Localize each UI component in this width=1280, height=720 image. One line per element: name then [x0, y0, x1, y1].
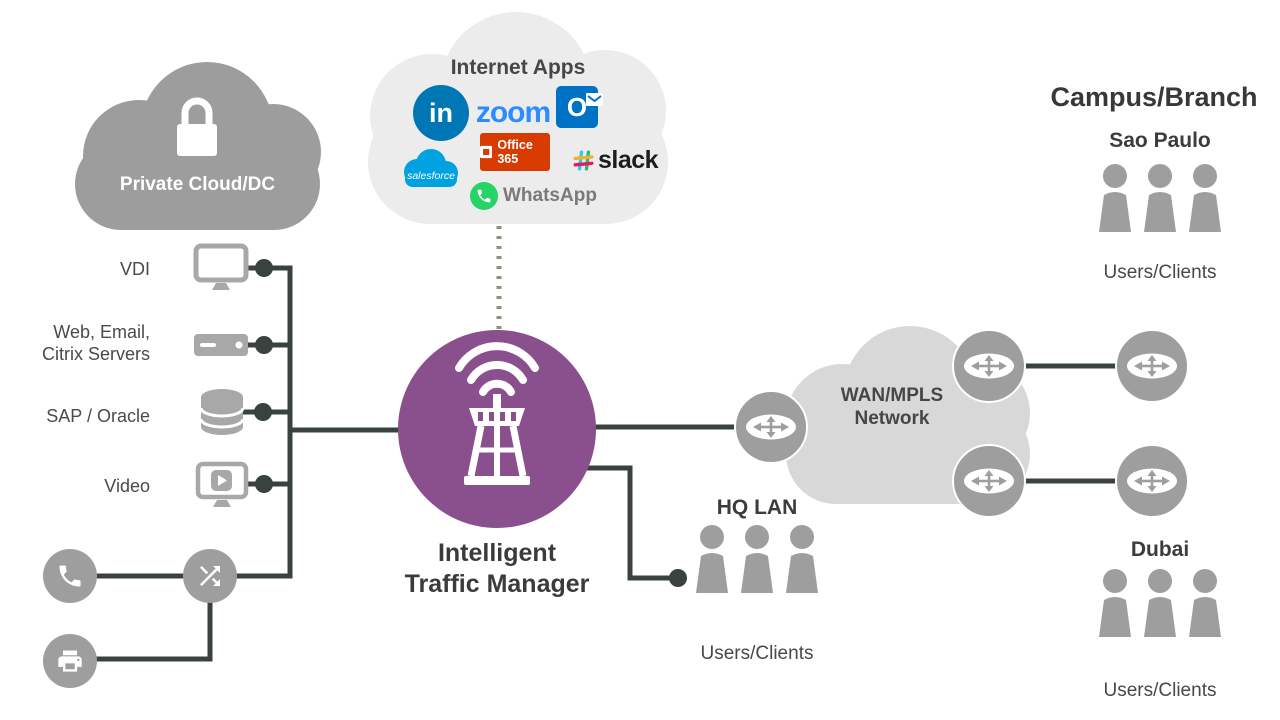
slack-hash-icon	[573, 150, 594, 171]
router-icon	[1115, 444, 1189, 518]
sao-paulo-title: Sao Paulo	[1109, 129, 1211, 152]
person-icon	[741, 525, 773, 593]
outlook-envelope-icon	[586, 93, 603, 106]
sao-paulo-user-group	[1095, 162, 1225, 234]
dubai-title: Dubai	[1130, 538, 1190, 561]
router-icon	[952, 329, 1026, 403]
person-icon	[1189, 164, 1221, 232]
switch-icon	[183, 549, 237, 603]
whatsapp-logo: WhatsApp	[470, 182, 597, 210]
salesforce-text: salesforce	[407, 170, 455, 182]
linkedin-logo: in	[413, 85, 469, 141]
router-icon	[734, 390, 808, 464]
hq-lan-user-group	[692, 523, 822, 595]
database-icon	[199, 389, 245, 435]
campus-branch-title: Campus/Branch	[1050, 82, 1258, 112]
internet-apps-title: Internet Apps	[450, 56, 586, 79]
person-icon	[1099, 569, 1131, 637]
whatsapp-text: WhatsApp	[503, 185, 597, 206]
traffic-manager-label: Intelligent Traffic Manager	[404, 539, 590, 598]
vdi-monitor-icon	[193, 243, 249, 290]
video-monitor-icon	[195, 461, 249, 507]
private-cloud-dc: Private Cloud/DC	[75, 62, 321, 230]
service-label-web-email-citrix: Web, Email, Citrix Servers	[41, 322, 150, 364]
phone-icon	[43, 549, 97, 603]
private-cloud-label: Private Cloud/DC	[119, 174, 276, 195]
person-icon	[1144, 164, 1176, 232]
connection-dots	[254, 259, 687, 587]
person-icon	[786, 525, 818, 593]
outlook-letter: O	[566, 91, 588, 122]
sao-paulo-users-label: Users/Clients	[1103, 262, 1217, 283]
internet-apps-cloud: Internet Apps in zoom O salesforce	[368, 12, 668, 232]
linkedin-text: in	[429, 97, 453, 128]
hq-lan-users-label: Users/Clients	[700, 643, 814, 664]
person-icon	[1099, 164, 1131, 232]
printer-icon	[43, 634, 97, 688]
person-icon	[1144, 569, 1176, 637]
person-icon	[1189, 569, 1221, 637]
office365-logo: Office 365	[480, 133, 550, 171]
salesforce-logo: salesforce	[404, 149, 458, 187]
service-label-sap-oracle: SAP / Oracle	[46, 406, 150, 426]
service-label-vdi: VDI	[119, 259, 150, 279]
dubai-user-group	[1095, 567, 1225, 639]
dubai-users-label: Users/Clients	[1103, 680, 1217, 701]
intelligent-traffic-manager-node	[398, 330, 596, 528]
person-icon	[696, 525, 728, 593]
hq-lan-title: HQ LAN	[716, 496, 798, 519]
slack-logo: slack	[572, 146, 659, 175]
server-icon	[194, 334, 248, 356]
zoom-logo: zoom	[475, 96, 551, 129]
office365-text: Office 365	[497, 138, 533, 166]
wan-mpls-label: WAN/MPLS Network	[840, 385, 944, 429]
traffic-control-tower-icon	[455, 342, 539, 485]
whatsapp-icon	[470, 182, 498, 210]
router-icon	[952, 444, 1026, 518]
router-icon	[1115, 329, 1189, 403]
slack-text: slack	[598, 146, 659, 174]
outlook-logo: O	[556, 86, 603, 128]
service-label-video: Video	[104, 476, 150, 496]
lock-icon	[177, 97, 217, 156]
office-icon	[480, 145, 493, 159]
